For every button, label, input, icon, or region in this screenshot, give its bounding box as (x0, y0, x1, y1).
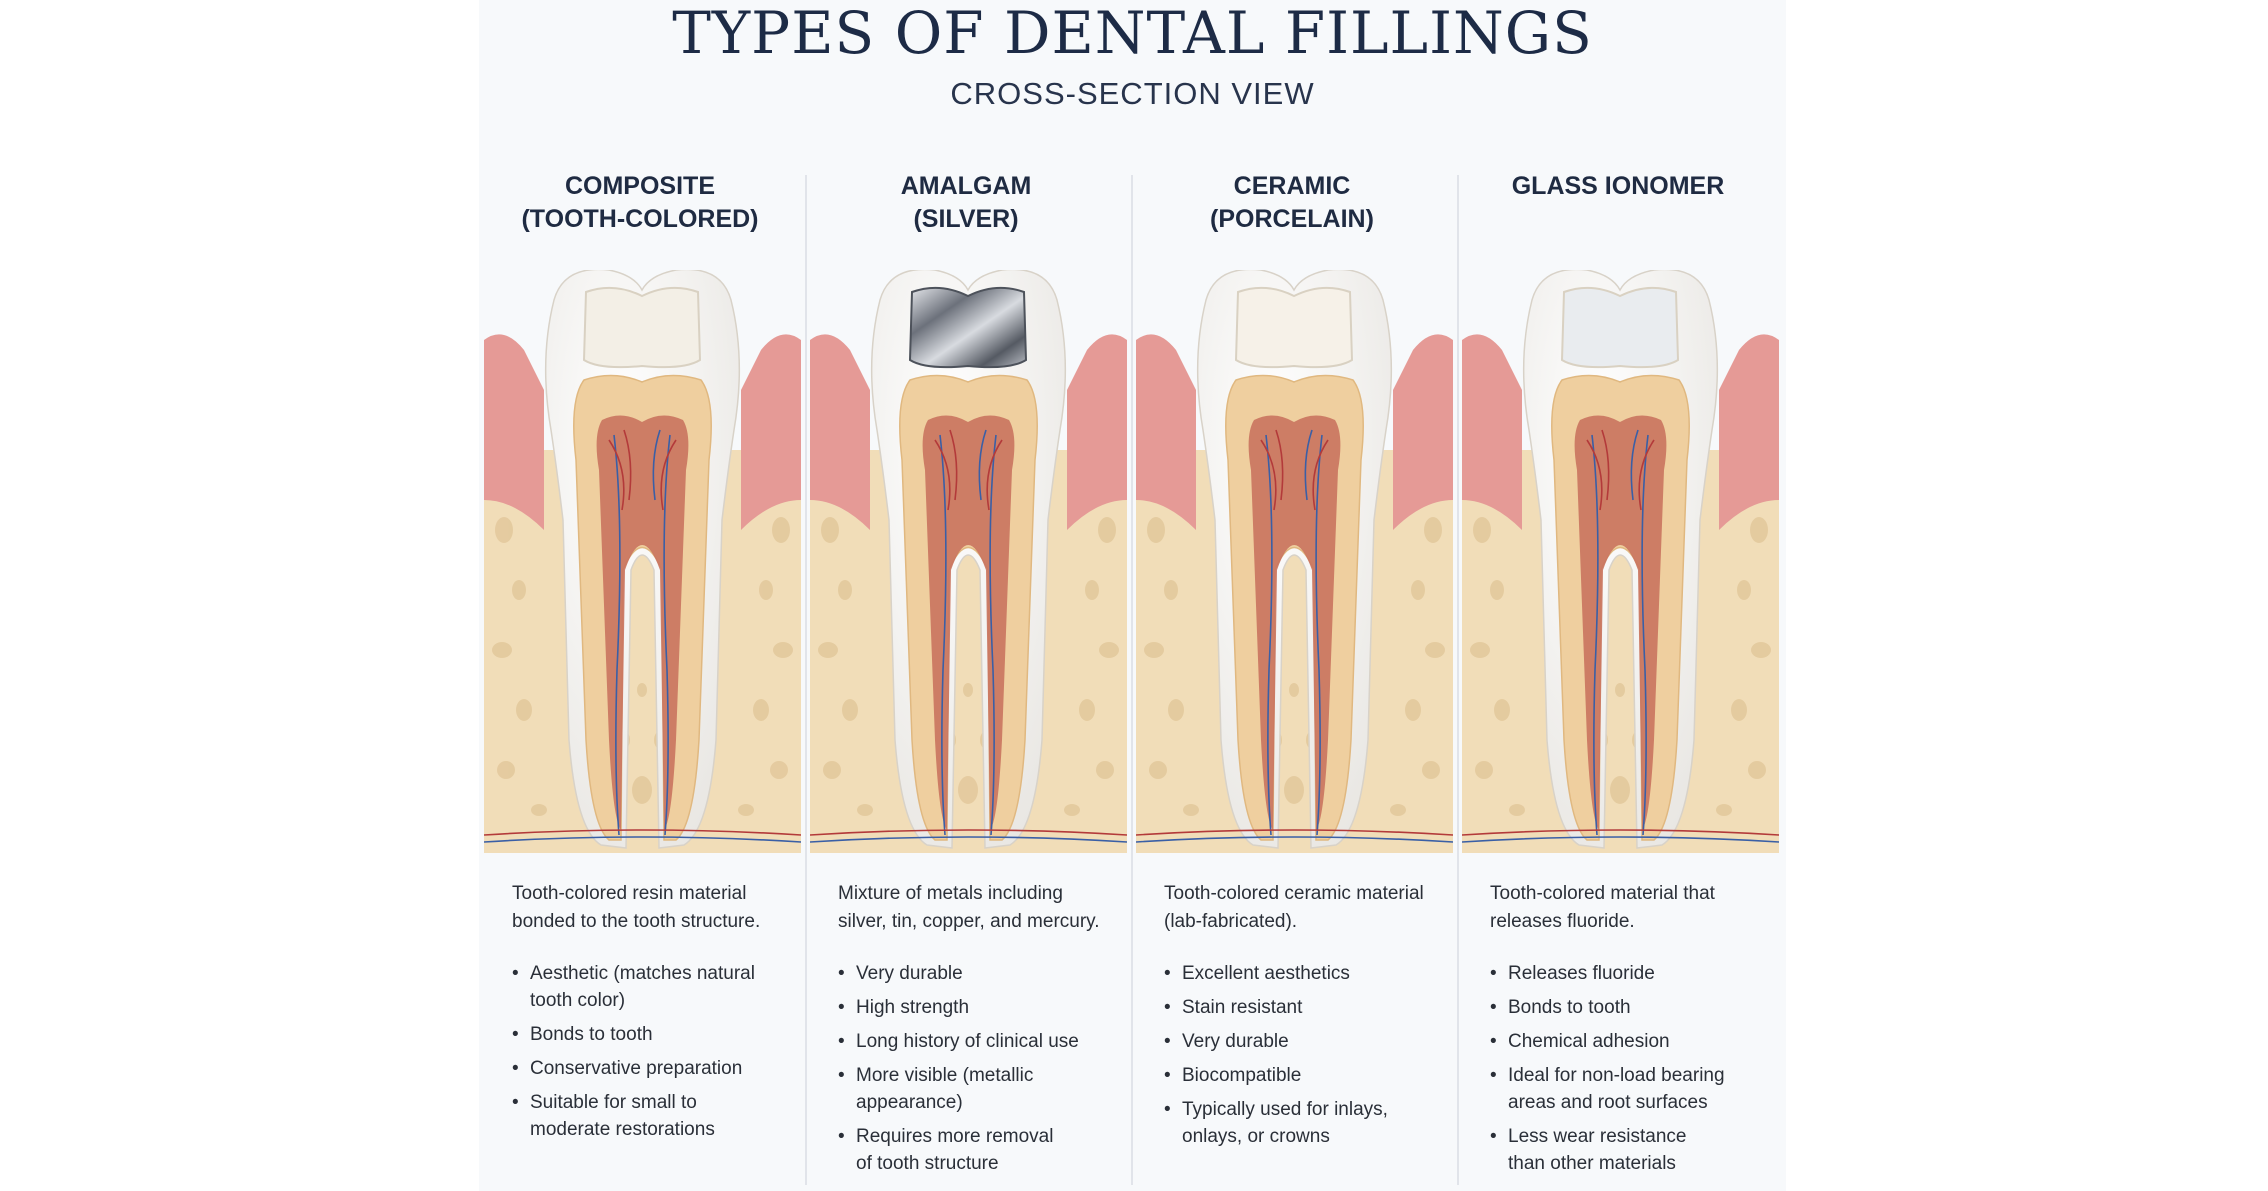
column-title: COMPOSITE (TOOTH-COLORED) (479, 170, 801, 236)
feature-list-item: Excellent aesthetics (1164, 960, 1444, 987)
description-line: (lab-fabricated). (1164, 911, 1298, 932)
description-line: Tooth-colored ceramic material (1164, 883, 1424, 904)
feature-line: Very durable (856, 963, 963, 984)
feature-list-item: Long history of clinical use (838, 1028, 1118, 1055)
filling (582, 286, 702, 369)
column-description: Tooth-colored resin material bonded to th… (512, 880, 792, 936)
feature-list: Releases fluorideBonds to toothChemical … (1490, 960, 1770, 1184)
feature-line: Requires more removal (856, 1126, 1054, 1147)
filling (1234, 286, 1354, 369)
column-title: AMALGAM (SILVER) (805, 170, 1127, 236)
feature-list-item: High strength (838, 994, 1118, 1021)
description-line: Mixture of metals including (838, 883, 1063, 904)
column-title-line: (SILVER) (913, 205, 1019, 233)
feature-list-item: Conservative preparation (512, 1055, 792, 1082)
feature-list-item: More visible (metallic appearance) (838, 1062, 1118, 1116)
filling-column-composite: COMPOSITE (TOOTH-COLORED) (479, 0, 801, 1191)
feature-line: onlays, or crowns (1182, 1126, 1330, 1147)
feature-line: Long history of clinical use (856, 1031, 1079, 1052)
column-description: Tooth-colored material that releases fluo… (1490, 880, 1770, 936)
column-title: GLASS IONOMER (1457, 170, 1779, 203)
feature-list-item: Bonds to tooth (1490, 994, 1770, 1021)
column-title-line: COMPOSITE (564, 172, 715, 200)
feature-list-item: Ideal for non-load bearing areas and root… (1490, 1062, 1770, 1116)
tooth-cross-section (1462, 270, 1779, 853)
column-title-line: (TOOTH-COLORED) (521, 205, 759, 233)
feature-list-item: Typically used for inlays, onlays, or cro… (1164, 1096, 1444, 1150)
feature-line: Releases fluoride (1508, 963, 1655, 984)
column-divider (1457, 175, 1459, 1185)
feature-line: areas and root surfaces (1508, 1092, 1708, 1113)
description-line: bonded to the tooth structure. (512, 911, 761, 932)
feature-list-item: Biocompatible (1164, 1062, 1444, 1089)
feature-list-item: Requires more removal of tooth structure (838, 1123, 1118, 1177)
bone-pores (818, 517, 1119, 816)
feature-line: Less wear resistance (1508, 1126, 1687, 1147)
nerves (484, 429, 801, 843)
feature-line: Chemical adhesion (1508, 1031, 1670, 1052)
feature-list-item: Bonds to tooth (512, 1021, 792, 1048)
feature-list-item: Chemical adhesion (1490, 1028, 1770, 1055)
feature-line: Very durable (1182, 1031, 1289, 1052)
nerves (1462, 429, 1779, 843)
filling-column-amalgam: AMALGAM (SILVER) (805, 0, 1127, 1191)
feature-line: Typically used for inlays, (1182, 1099, 1388, 1120)
infographic-panel: TYPES OF DENTAL FILLINGS CROSS-SECTION V… (479, 0, 1786, 1191)
gum (810, 334, 1127, 530)
column-title-line: (PORCELAIN) (1210, 205, 1374, 233)
feature-line: appearance) (856, 1092, 963, 1113)
feature-line: Ideal for non-load bearing (1508, 1065, 1725, 1086)
filling-column-glass-ionomer: GLASS IONOMER (1457, 0, 1779, 1191)
tooth-cross-section (810, 270, 1127, 853)
column-title-line: CERAMIC (1233, 172, 1351, 200)
filling-column-ceramic: CERAMIC (PORCELAIN) (1131, 0, 1453, 1191)
column-title-line: AMALGAM (900, 172, 1032, 200)
feature-line: More visible (metallic (856, 1065, 1034, 1086)
feature-line: Suitable for small to (530, 1092, 697, 1113)
page-title: TYPES OF DENTAL FILLINGS (672, 0, 1593, 67)
page-subtitle: CROSS-SECTION VIEW (950, 76, 1315, 111)
feature-list-item: Releases fluoride (1490, 960, 1770, 987)
feature-line: than other materials (1508, 1153, 1676, 1174)
tooth-cross-section (484, 270, 801, 853)
feature-line: Bonds to tooth (530, 1024, 653, 1045)
feature-list: Aesthetic (matches natural tooth color) Bo… (512, 960, 792, 1150)
feature-line: Excellent aesthetics (1182, 963, 1350, 984)
feature-line: Biocompatible (1182, 1065, 1302, 1086)
feature-line: Aesthetic (matches natural (530, 963, 755, 984)
feature-list-item: Suitable for small to moderate restoratio… (512, 1089, 792, 1143)
description-line: silver, tin, copper, and mercury. (838, 911, 1100, 932)
feature-line: Bonds to tooth (1508, 997, 1631, 1018)
feature-list: Very durableHigh strengthLong history of… (838, 960, 1118, 1184)
feature-list: Excellent aestheticsStain resistantVery … (1164, 960, 1444, 1157)
feature-line: Conservative preparation (530, 1058, 743, 1079)
description-line: Tooth-colored resin material (512, 883, 747, 904)
filling (908, 286, 1028, 369)
feature-line: tooth color) (530, 990, 626, 1011)
feature-list-item: Stain resistant (1164, 994, 1444, 1021)
column-title-line: GLASS IONOMER (1511, 172, 1725, 200)
nerves (1136, 429, 1453, 843)
gum (1462, 334, 1779, 530)
feature-line: Stain resistant (1182, 997, 1303, 1018)
feature-list-item: Very durable (838, 960, 1118, 987)
feature-list-item: Aesthetic (matches natural tooth color) (512, 960, 792, 1014)
column-divider (805, 175, 807, 1185)
gum (1136, 334, 1453, 530)
feature-line: High strength (856, 997, 970, 1018)
filling (1560, 286, 1680, 369)
feature-list-item: Less wear resistance than other materials (1490, 1123, 1770, 1177)
description-line: releases fluoride. (1490, 911, 1635, 932)
column-divider (1131, 175, 1133, 1185)
nerves (810, 429, 1127, 843)
column-title: CERAMIC (PORCELAIN) (1131, 170, 1453, 236)
column-description: Mixture of metals including silver, tin, … (838, 880, 1118, 936)
column-description: Tooth-colored ceramic material (lab-fabri… (1164, 880, 1444, 936)
description-line: Tooth-colored material that (1490, 883, 1715, 904)
feature-line: of tooth structure (856, 1153, 999, 1174)
tooth-cross-section (1136, 270, 1453, 853)
feature-line: moderate restorations (530, 1119, 715, 1140)
feature-list-item: Very durable (1164, 1028, 1444, 1055)
gum (484, 334, 801, 530)
